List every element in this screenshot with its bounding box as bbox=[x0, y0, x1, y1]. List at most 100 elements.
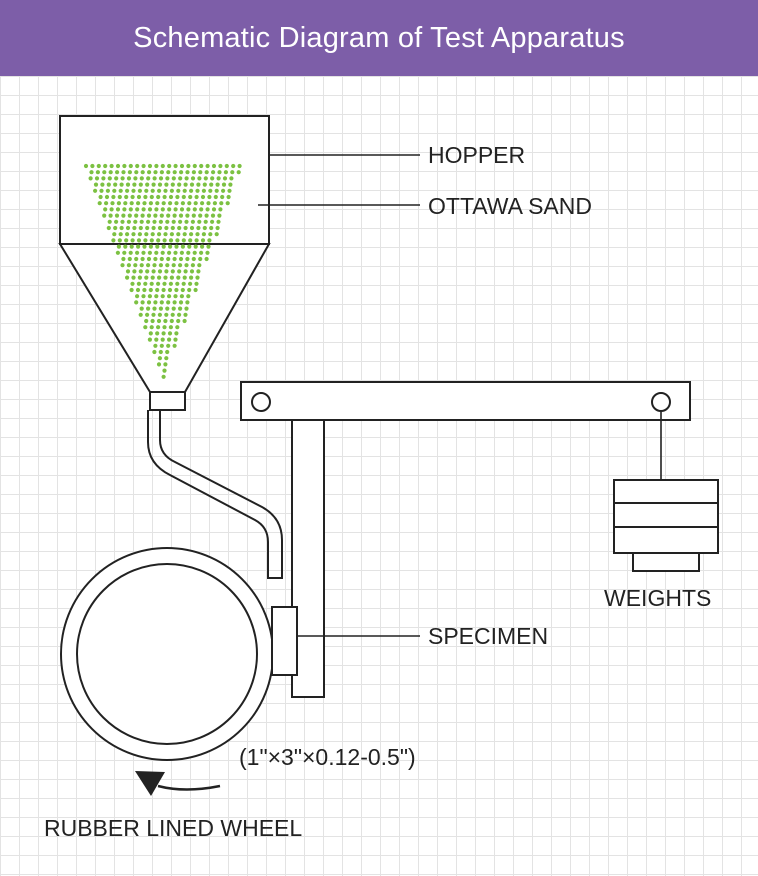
sand-grain bbox=[128, 163, 133, 169]
sand-grain bbox=[169, 188, 174, 193]
rotation-arrow-icon bbox=[135, 771, 221, 796]
sand-grain bbox=[141, 207, 146, 212]
sand-grain bbox=[152, 349, 157, 355]
sand-grain bbox=[128, 207, 133, 212]
sand-grain bbox=[140, 256, 145, 262]
sand-grain bbox=[198, 213, 203, 218]
sand-grain bbox=[155, 331, 160, 336]
sand-grain bbox=[210, 176, 215, 181]
sand-grain bbox=[96, 163, 101, 169]
sand-grain bbox=[117, 194, 122, 200]
sand-grain bbox=[141, 250, 146, 255]
sand-grain bbox=[207, 194, 212, 200]
sand-grain bbox=[121, 213, 126, 218]
sand-grain bbox=[166, 256, 171, 262]
sand-grain bbox=[107, 219, 112, 224]
sand-grain bbox=[125, 269, 131, 274]
sand-grain bbox=[189, 188, 194, 193]
sand-grain bbox=[145, 312, 150, 317]
sand-grain bbox=[169, 275, 174, 280]
sand-grain bbox=[158, 219, 163, 224]
sand-grain bbox=[192, 207, 197, 212]
sand-grain bbox=[119, 225, 124, 231]
sand-grain bbox=[133, 263, 138, 268]
sand-grain bbox=[185, 300, 190, 305]
sand-grain bbox=[169, 232, 174, 237]
sand-grain bbox=[102, 170, 107, 175]
sand-grain bbox=[120, 176, 125, 181]
sand-grain bbox=[160, 207, 165, 212]
sand-grain bbox=[196, 182, 201, 187]
sand-grain bbox=[135, 163, 140, 169]
sand-grain bbox=[136, 194, 142, 200]
sand-grain bbox=[143, 194, 148, 200]
sand-grain bbox=[118, 188, 123, 193]
sand-grain bbox=[144, 275, 149, 280]
sand-grain bbox=[214, 188, 219, 193]
sand-grain bbox=[123, 244, 128, 249]
sand-grain bbox=[236, 170, 241, 175]
rubber-lined-wheel bbox=[60, 547, 274, 761]
sand-grain bbox=[193, 201, 198, 206]
sand-grain bbox=[108, 213, 113, 218]
sand-grain bbox=[160, 294, 165, 299]
sand-grain bbox=[173, 337, 178, 342]
sand-grain bbox=[150, 318, 155, 324]
sand-grain bbox=[140, 300, 145, 305]
sand-grain bbox=[208, 232, 213, 237]
sand-grain bbox=[204, 213, 209, 218]
sand-grain bbox=[202, 225, 207, 231]
sand-grain bbox=[160, 337, 165, 342]
sand-grain bbox=[135, 207, 140, 212]
sand-grain bbox=[165, 306, 170, 311]
specimen bbox=[271, 606, 298, 676]
sand-grain bbox=[200, 194, 206, 200]
weight-plate-2 bbox=[613, 502, 719, 528]
sand-grain bbox=[140, 170, 145, 175]
sand-grain bbox=[218, 163, 223, 169]
sand-grain bbox=[216, 219, 221, 224]
sand-grain bbox=[189, 232, 194, 237]
sand-grain bbox=[231, 163, 236, 169]
sand-grain bbox=[188, 238, 193, 243]
sand-grain bbox=[107, 176, 112, 181]
sand-grain bbox=[133, 219, 138, 224]
sand-grain bbox=[153, 256, 158, 262]
sand-grain bbox=[157, 356, 162, 361]
sand-grain bbox=[151, 182, 156, 187]
sand-grain bbox=[136, 238, 142, 243]
sand-grain bbox=[183, 269, 188, 274]
sand-grain bbox=[203, 219, 208, 224]
sand-grain bbox=[154, 207, 159, 212]
sand-grain bbox=[129, 201, 134, 206]
sand-grain bbox=[206, 244, 211, 249]
sand-grain bbox=[98, 194, 103, 200]
sand-grain bbox=[104, 194, 110, 200]
sand-grain bbox=[183, 182, 188, 187]
sand-grain bbox=[201, 232, 206, 237]
sand-grain bbox=[205, 207, 210, 212]
specimen-label: SPECIMEN bbox=[428, 623, 548, 649]
sand-grain bbox=[176, 232, 181, 237]
sand-grain bbox=[119, 182, 124, 187]
sand-grain bbox=[155, 201, 160, 206]
sand-grain bbox=[132, 225, 137, 231]
sand-grain bbox=[217, 170, 222, 175]
sand-grain bbox=[174, 201, 179, 206]
ottawa-sand-label: OTTAWA SAND bbox=[428, 193, 592, 219]
ottawa-sand bbox=[83, 163, 242, 379]
sand-grain bbox=[225, 201, 230, 206]
sand-grain bbox=[147, 163, 153, 169]
lever-beam bbox=[240, 381, 691, 421]
sand-grain bbox=[165, 176, 170, 181]
sand-grain bbox=[165, 349, 170, 355]
sand-grain bbox=[181, 194, 186, 200]
sand-grain bbox=[162, 194, 167, 200]
sand-grain bbox=[163, 232, 168, 237]
sand-grain bbox=[194, 194, 199, 200]
sand-grain bbox=[162, 325, 167, 330]
sand-grain bbox=[168, 244, 173, 249]
sand-grain bbox=[95, 170, 100, 175]
pivot-hole-right bbox=[651, 392, 671, 412]
